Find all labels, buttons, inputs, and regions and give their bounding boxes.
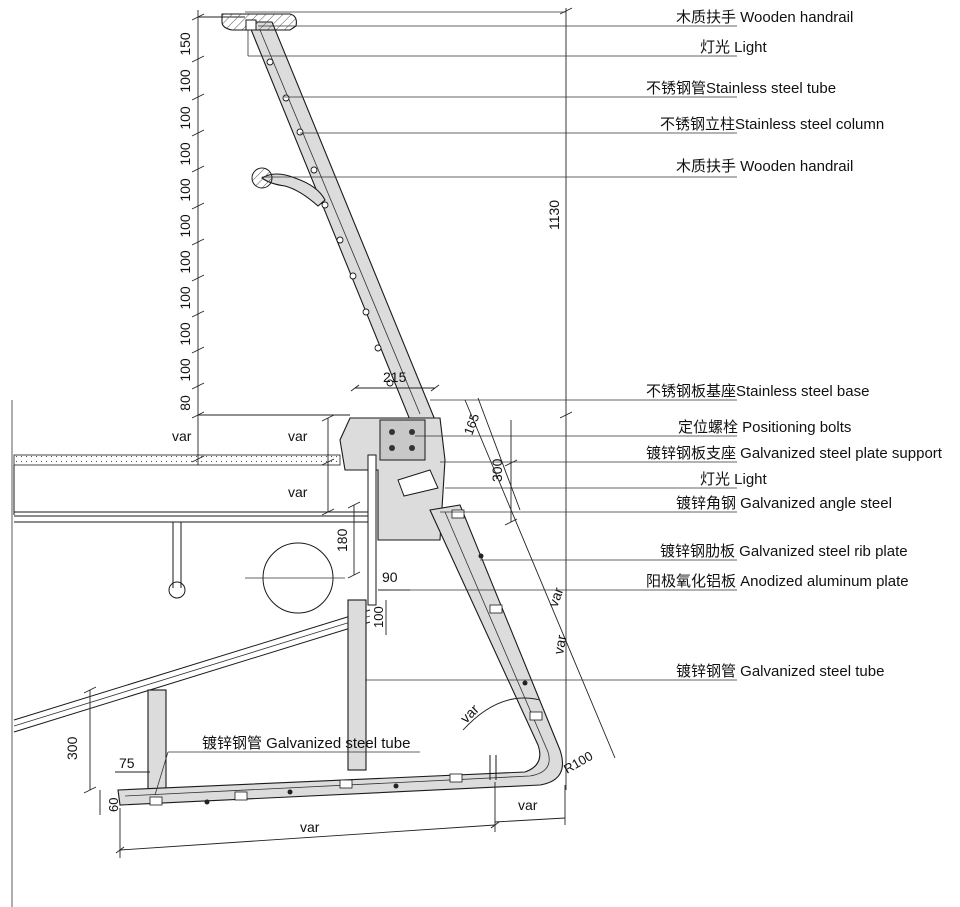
dim-100-a: 100 [177, 69, 193, 93]
label-galv-tube-right: 镀锌钢管 Galvanized steel tube [676, 663, 884, 680]
label-positioning-bolts: 定位螺栓 Positioning bolts [678, 419, 851, 436]
dim-var-left: var [172, 428, 192, 444]
label-anodized-plate: 阳极氧化铝板 Anodized aluminum plate [646, 572, 909, 590]
sloped-beam [13, 609, 371, 733]
vertical-posts [147, 599, 367, 791]
dim-100-small: 100 [371, 606, 386, 628]
label-stainless-tube: 不锈钢管Stainless steel tube [646, 80, 836, 97]
label-galv-plate-support: 镀锌钢板支座 Galvanized steel plate support [646, 444, 943, 462]
top-handrail [221, 13, 297, 31]
dim-1130: 1130 [546, 200, 562, 230]
dim-var-slab-top: var [288, 428, 308, 444]
bottom-dimensions [83, 686, 566, 858]
dim-var-right: var [550, 633, 569, 655]
floor-slab [11, 400, 375, 907]
dim-100-i: 100 [177, 358, 193, 382]
label-stainless-column: 不锈钢立柱Stainless steel column [660, 116, 884, 133]
dim-var-bottom: var [300, 819, 320, 835]
dim-var-bottom-right: var [518, 797, 538, 813]
mid-handrail [251, 167, 273, 189]
cladding [117, 504, 564, 806]
dim-100-h: 100 [177, 322, 193, 346]
dim-var-slab-mid: var [288, 484, 308, 500]
dim-165: 165 [461, 412, 483, 438]
dim-215: 215 [383, 369, 407, 385]
column-body [221, 13, 436, 421]
dim-var-slant: var [545, 585, 567, 609]
label-wooden-handrail-mid: 木质扶手 Wooden handrail [676, 158, 853, 175]
base-assembly [339, 417, 446, 606]
dim-75: 75 [119, 755, 135, 771]
dim-180: 180 [334, 528, 350, 552]
dim-150: 150 [177, 32, 193, 56]
dim-90: 90 [382, 569, 398, 585]
dim-var-angle: var [457, 701, 482, 726]
leader-lines [154, 25, 737, 796]
dim-100-e: 100 [177, 214, 193, 238]
label-galv-angle: 镀锌角钢 Galvanized angle steel [676, 495, 892, 512]
dim-60: 60 [106, 798, 121, 812]
label-light-mid: 灯光 Light [700, 471, 768, 488]
label-galv-tube-left: 镀锌钢管 Galvanized steel tube [202, 735, 410, 752]
hanging-bracket [168, 522, 186, 599]
dim-100-f: 100 [177, 250, 193, 274]
height-dimension [245, 7, 573, 790]
dim-100-b: 100 [177, 106, 193, 130]
label-stainless-base: 不锈钢板基座Stainless steel base [646, 382, 869, 400]
label-wooden-handrail-top: 木质扶手 Wooden handrail [676, 9, 853, 26]
dim-100-c: 100 [177, 142, 193, 166]
dim-100-g: 100 [177, 286, 193, 310]
dim-300-left: 300 [64, 736, 80, 760]
dim-300-right: 300 [489, 458, 505, 482]
dim-80: 80 [177, 395, 193, 411]
label-galv-rib: 镀锌钢肋板 Galvanized steel rib plate [660, 542, 908, 560]
label-light-top: 灯光 Light [700, 39, 768, 56]
dim-100-d: 100 [177, 178, 193, 202]
